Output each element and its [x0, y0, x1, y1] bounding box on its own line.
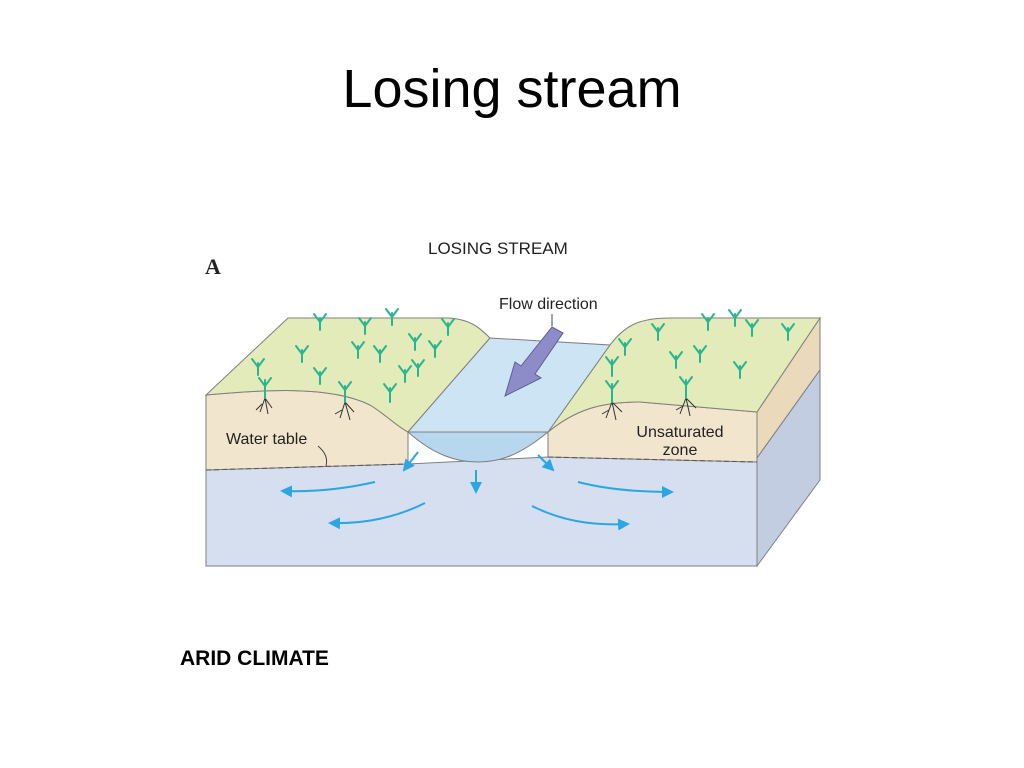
flow-direction-arrow [504, 326, 564, 397]
plant-roots [255, 397, 697, 421]
flow-arrow-right-lower [531, 505, 630, 531]
flow-direction-label: Flow direction [499, 296, 598, 313]
stream-cross-section [406, 431, 550, 463]
unsaturated-zone-label-line1: Unsaturated [636, 424, 723, 441]
flow-arrow-left-upper [280, 481, 376, 498]
slide-title: Losing stream [342, 59, 682, 119]
flow-arrow-right-near [537, 454, 555, 472]
flow-arrow-left-lower [328, 502, 426, 530]
diagram-heading: LOSING STREAM [428, 239, 568, 258]
flow-arrow-right-upper [577, 481, 674, 498]
plants [251, 308, 795, 403]
panel-letter: A [205, 254, 221, 279]
water-table-line-right [547, 456, 758, 463]
left-vegetated-surface [204, 317, 491, 433]
unsaturated-zone-label-line2: zone [663, 442, 698, 459]
right-vegetated-surface [547, 317, 821, 433]
water-table-leader [317, 445, 328, 467]
flow-arrow-left-near [402, 451, 419, 472]
saturated-zone [205, 456, 758, 567]
water-table-label: Water table [226, 431, 307, 448]
water-table-line-left [205, 463, 409, 471]
climate-caption: ARID CLIMATE [180, 647, 329, 670]
groundwater-flow-arrows [280, 451, 674, 531]
